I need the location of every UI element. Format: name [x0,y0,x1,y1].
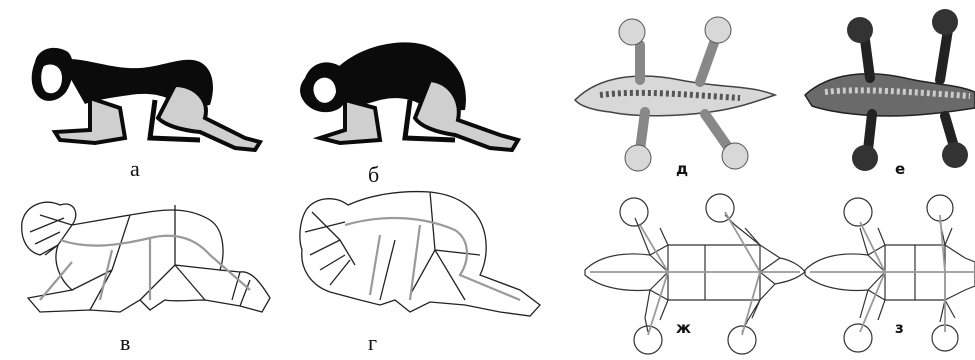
panel-e-lizard [805,9,975,171]
panel-z-lizard-outline [805,195,975,352]
label-z: з [895,319,904,337]
label-a: а [130,156,140,181]
label-e: е [895,160,905,178]
panel-a-silhouette [32,48,260,150]
panel-g-skeleton [345,218,520,300]
label-d: д [676,160,688,178]
panel-zh-skeleton [590,212,800,335]
panel-zh-lizard-outline [585,194,805,354]
panel-g-outline [300,192,540,316]
label-g: г [368,330,377,355]
label-v: в [120,330,130,355]
panel-d-lizard [575,17,775,171]
panel-v-outline [22,202,270,312]
panel-b-silhouette [300,42,518,150]
label-b: б [368,162,379,187]
label-zh: ж [676,319,691,337]
